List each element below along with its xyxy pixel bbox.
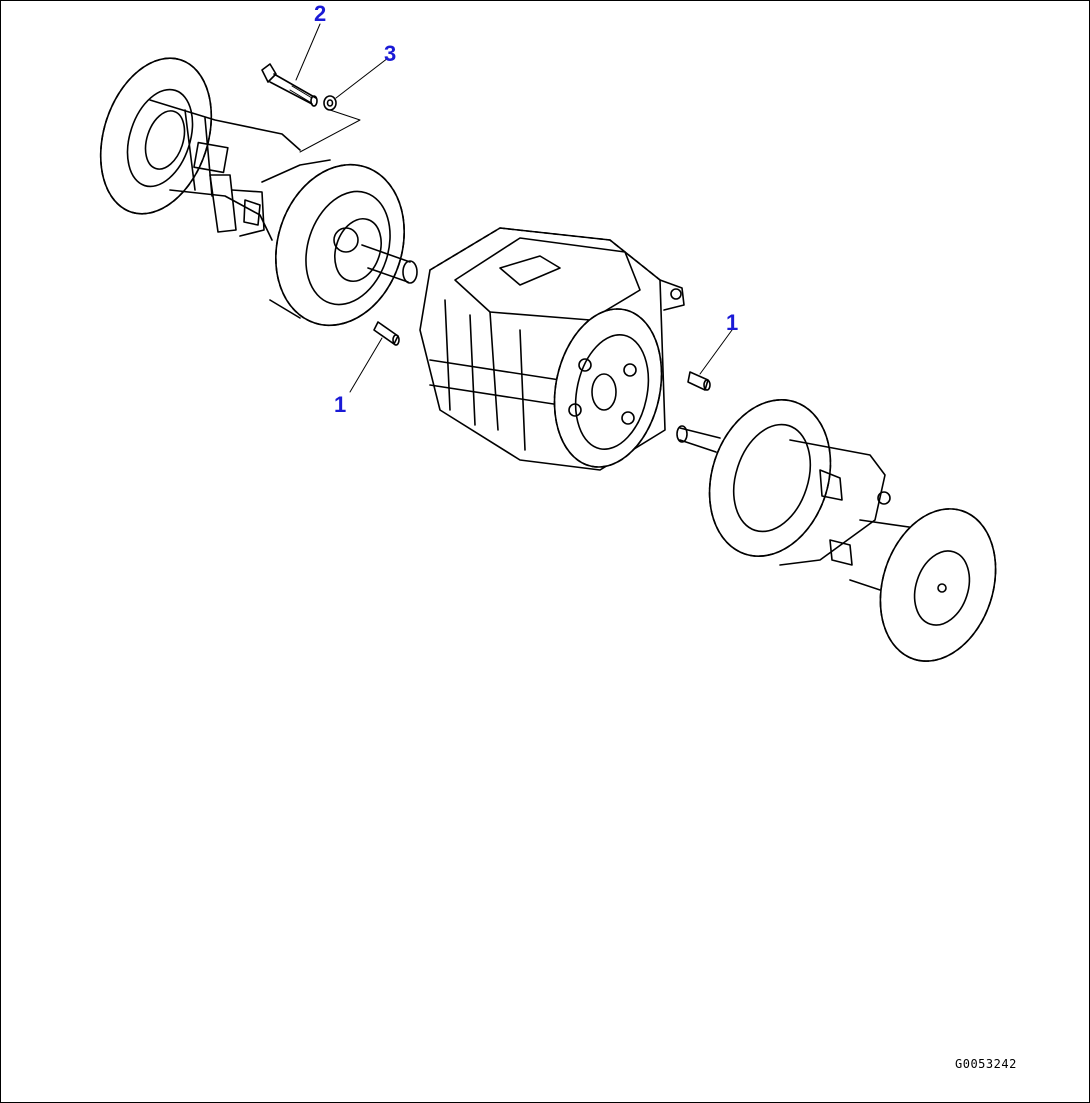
washer-part (323, 95, 337, 111)
drawing-code: G0053242 (955, 1057, 1017, 1071)
leader-lines (295, 23, 733, 393)
right-axle-housing (676, 399, 997, 662)
dowel-pin-right (687, 371, 711, 391)
center-transfer-case (419, 227, 685, 471)
callout-bolt: 2 (314, 1, 327, 26)
callout-dowel-right: 1 (726, 310, 739, 335)
dowel-pin-left (373, 321, 400, 346)
left-axle-housing (99, 57, 418, 327)
bolt-part (261, 63, 318, 107)
callout-washer: 3 (384, 41, 397, 66)
callout-dowel-left: 1 (334, 392, 347, 417)
